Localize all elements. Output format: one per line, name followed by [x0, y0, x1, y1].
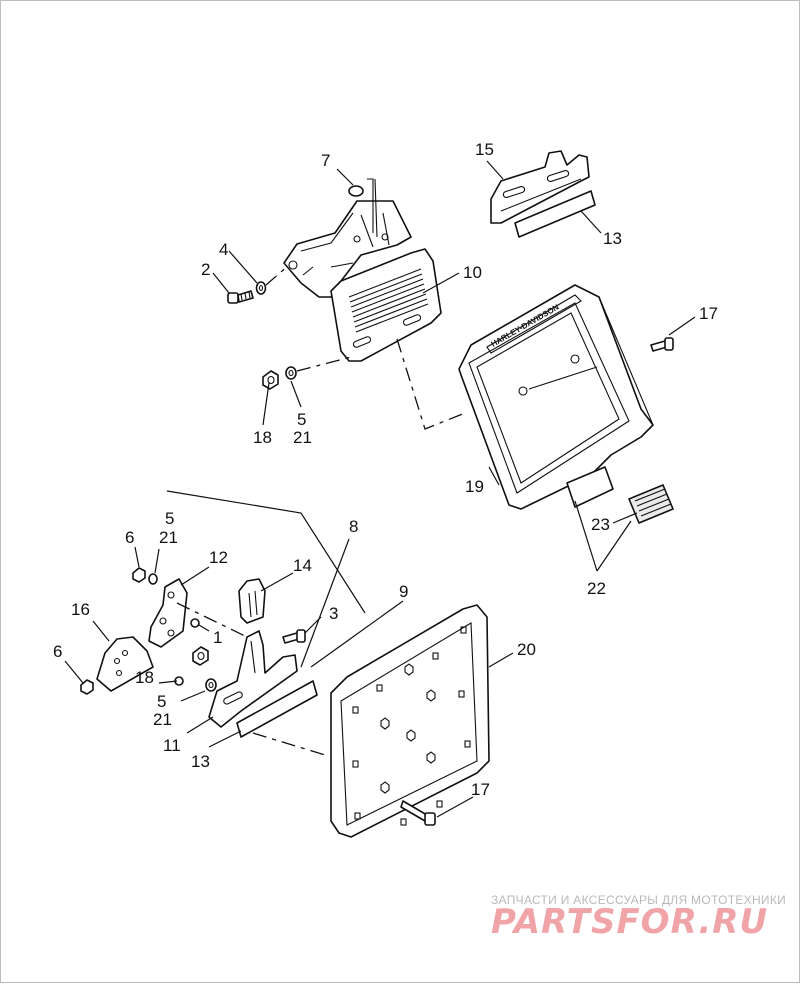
callout-labels: 7 4 2 10 15 13 17 18 5 21 19 23 22 5 21 … — [53, 140, 718, 799]
callout-2: 2 — [201, 260, 210, 279]
washer-5-21-left — [148, 573, 158, 585]
nut-18-lower — [192, 646, 209, 666]
license-frame-19: HARLEY-DAVIDSON — [458, 284, 654, 510]
plate-rivets — [352, 626, 471, 826]
callout-8: 8 — [349, 517, 358, 536]
callout-13-upper: 13 — [603, 229, 622, 248]
assembly-line — [252, 732, 326, 756]
callout-11: 11 — [163, 736, 181, 755]
callout-18-upper: 18 — [253, 428, 272, 447]
bracket-14 — [238, 578, 266, 624]
reflector-strip-13-upper — [514, 190, 596, 238]
washer-4 — [255, 281, 267, 295]
callout-20: 20 — [517, 640, 536, 659]
screw-2 — [227, 290, 254, 304]
reflector-23 — [628, 484, 674, 524]
watermark-logo: PARTSFOR.RU — [491, 902, 768, 942]
callout-4: 4 — [219, 240, 228, 259]
callout-22: 22 — [587, 579, 606, 598]
callout-17-upper: 17 — [699, 304, 718, 323]
callout-6-lower: 6 — [53, 642, 62, 661]
callout-6-upper: 6 — [125, 528, 134, 547]
mount-plate-10 — [330, 248, 442, 362]
watermark: ЗАПЧАСТИ И АКСЕССУАРЫ ДЛЯ МОТОТЕХНИКИ PA… — [491, 893, 786, 942]
callout-13-lower: 13 — [191, 752, 210, 771]
callout-17-lower: 17 — [471, 780, 490, 799]
watermark-tagline: ЗАПЧАСТИ И АКСЕССУАРЫ ДЛЯ МОТОТЕХНИКИ — [491, 893, 786, 907]
washer-5-21-lower — [174, 676, 217, 692]
assembly-line — [176, 602, 248, 638]
callout-18-lower: 18 — [135, 668, 154, 687]
assembly-line — [396, 338, 466, 430]
callout-21-left: 21 — [159, 528, 178, 547]
nut-18-upper — [262, 370, 279, 390]
leader-lines — [64, 160, 696, 818]
callout-5-upper: 5 — [297, 410, 306, 429]
screw-17-lower — [400, 800, 436, 826]
bracket-15 — [490, 150, 590, 224]
bracket-12 — [148, 578, 188, 648]
callout-7: 7 — [321, 151, 330, 170]
assembly-line — [265, 264, 290, 286]
callout-15: 15 — [475, 140, 494, 159]
license-plate-20 — [330, 604, 490, 838]
callout-5-left: 5 — [165, 509, 174, 528]
screw-17-upper — [650, 337, 674, 352]
assembly-line — [296, 356, 352, 372]
bracket-16 — [96, 636, 154, 692]
callout-1: 1 — [213, 628, 222, 647]
nut-7 — [348, 178, 378, 238]
callout-21-lower: 21 — [153, 710, 172, 729]
callout-12: 12 — [209, 548, 228, 567]
callout-9: 9 — [399, 582, 408, 601]
callout-16: 16 — [71, 600, 90, 619]
callout-19: 19 — [465, 477, 484, 496]
callout-14: 14 — [293, 556, 312, 575]
callout-23: 23 — [591, 515, 610, 534]
washer-5-21-upper — [285, 366, 297, 380]
callout-3: 3 — [329, 604, 338, 623]
callout-5-lower: 5 — [157, 692, 166, 711]
bolt-1 — [190, 618, 200, 628]
nut-6-lower — [80, 679, 94, 695]
callout-10: 10 — [463, 263, 482, 282]
upper-mount-bracket — [283, 200, 412, 298]
screw-3 — [282, 629, 306, 644]
callout-21-upper: 21 — [293, 428, 312, 447]
bracket-11 — [208, 630, 298, 728]
nut-6-upper — [132, 567, 146, 583]
